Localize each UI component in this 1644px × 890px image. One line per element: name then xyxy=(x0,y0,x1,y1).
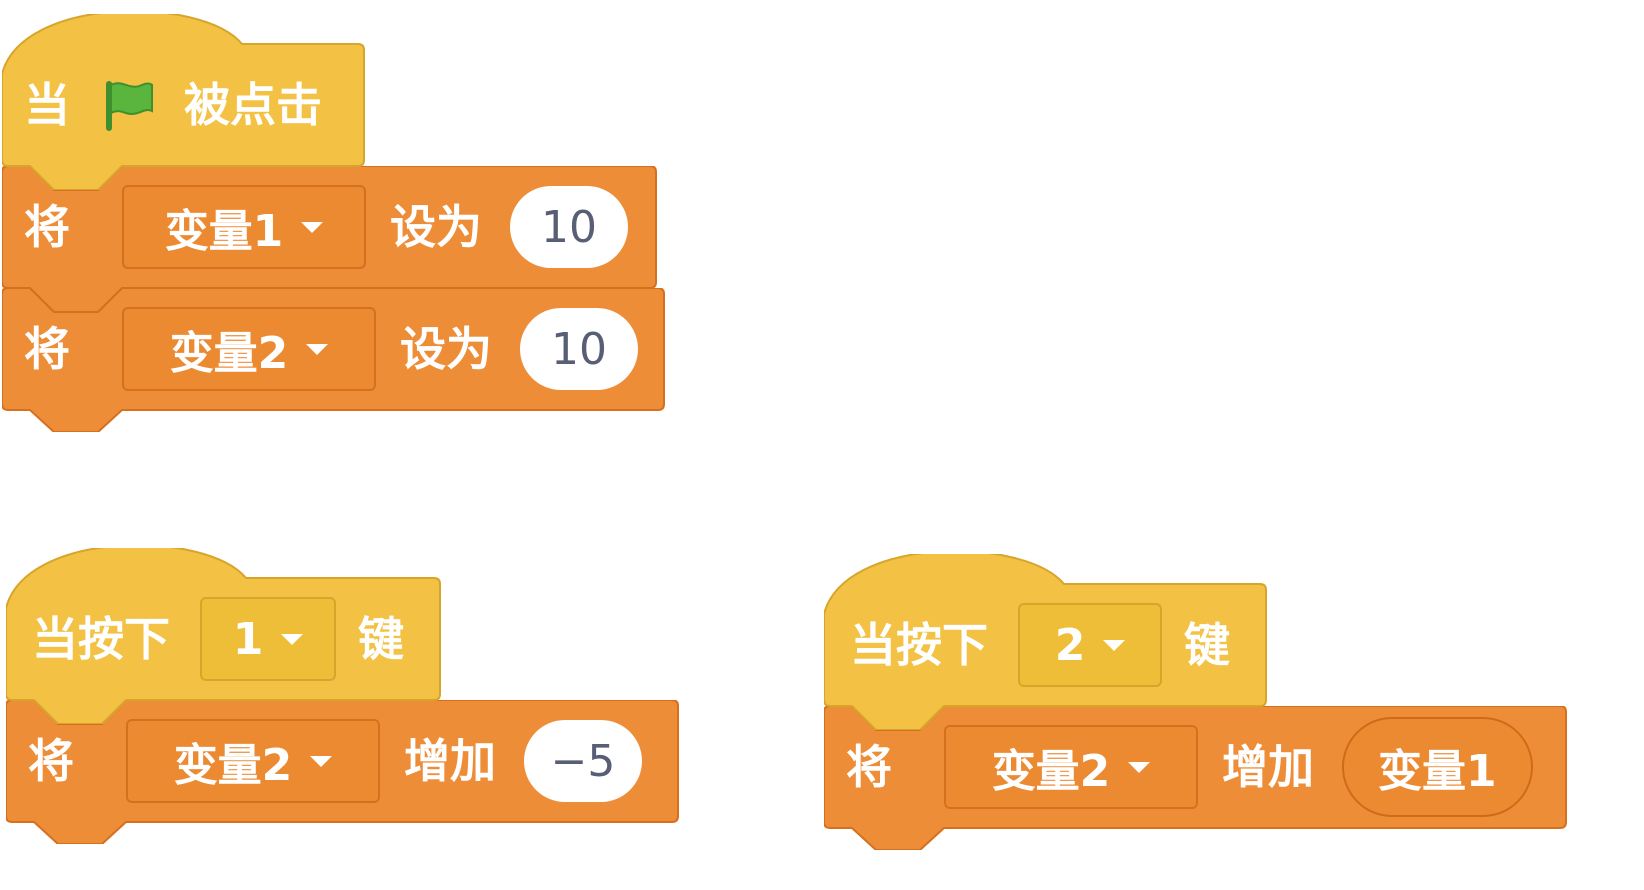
key-dropdown[interactable]: 2 xyxy=(1018,603,1162,687)
dropdown-caret-icon xyxy=(301,221,324,233)
variable-name: 变量2 xyxy=(991,746,1111,797)
dropdown-caret-icon xyxy=(281,633,304,645)
dropdown-caret-icon xyxy=(310,755,333,767)
script-flag-clicked[interactable]: 将 变量2 设为 10 将 变量1 设为 10 xyxy=(2,14,672,434)
set-keyword: 将 xyxy=(24,322,70,376)
key-label: 键 xyxy=(358,612,404,666)
variable-dropdown[interactable]: 变量1 xyxy=(122,185,366,269)
dropdown-caret-icon xyxy=(306,343,329,355)
script-key-1-pressed[interactable]: 将 变量2 增加 −5 当按下 1 键 xyxy=(6,548,682,848)
when-key-pressed-hat-block[interactable]: 当按下 2 键 xyxy=(824,554,1270,730)
variable-dropdown[interactable]: 变量2 xyxy=(122,307,376,391)
when-key-pressed-label: 当按下 xyxy=(850,618,988,672)
when-flag-clicked-hat-block[interactable]: 当 被点击 xyxy=(2,14,366,190)
when-key-pressed-hat-block[interactable]: 当按下 1 键 xyxy=(6,548,442,724)
variable-dropdown[interactable]: 变量2 xyxy=(126,719,380,803)
script-key-2-pressed[interactable]: 将 变量2 增加 变量1 当按下 2 键 xyxy=(824,554,1570,854)
value-input[interactable]: −5 xyxy=(524,720,642,802)
clicked-label: 被点击 xyxy=(184,78,322,132)
variable-reporter[interactable]: 变量1 xyxy=(1342,717,1533,817)
set-to-label: 设为 xyxy=(400,322,492,376)
dropdown-caret-icon xyxy=(1103,639,1126,651)
key-name: 2 xyxy=(1054,619,1086,671)
key-label: 键 xyxy=(1184,618,1230,672)
green-flag-icon xyxy=(106,81,153,131)
key-dropdown[interactable]: 1 xyxy=(200,597,336,681)
value-input[interactable]: 10 xyxy=(520,308,638,390)
variable-name: 变量2 xyxy=(173,740,293,791)
when-key-pressed-label: 当按下 xyxy=(32,612,170,666)
set-keyword: 将 xyxy=(24,200,70,254)
variable-name: 变量2 xyxy=(169,328,289,379)
set-to-label: 设为 xyxy=(390,200,482,254)
dropdown-caret-icon xyxy=(1128,761,1151,773)
change-keyword: 将 xyxy=(28,734,74,788)
set-variable-block[interactable]: 将 变量2 设为 10 xyxy=(2,288,666,432)
when-label: 当 xyxy=(24,78,70,132)
change-variable-block[interactable]: 将 变量2 增加 变量1 xyxy=(824,706,1568,850)
key-name: 1 xyxy=(232,613,264,665)
value-input[interactable]: 10 xyxy=(510,186,628,268)
variable-dropdown[interactable]: 变量2 xyxy=(944,725,1198,809)
change-keyword: 将 xyxy=(846,740,892,794)
set-variable-block[interactable]: 将 变量1 设为 10 xyxy=(2,166,658,312)
variable-name: 变量1 xyxy=(164,206,284,257)
hat-shape xyxy=(2,14,365,190)
change-by-label: 增加 xyxy=(1222,740,1314,794)
change-by-label: 增加 xyxy=(404,734,496,788)
